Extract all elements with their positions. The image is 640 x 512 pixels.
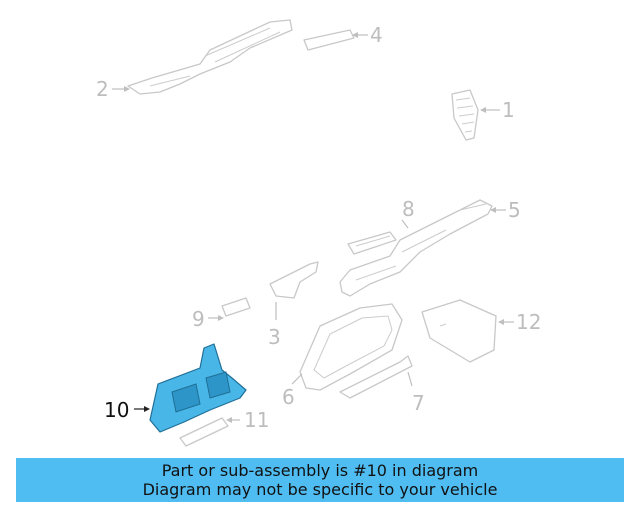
part-8-bracket xyxy=(347,231,397,255)
callout-7-label: 7 xyxy=(412,391,425,415)
part-9-clip xyxy=(221,297,251,317)
callout-1-arrow xyxy=(480,107,486,113)
callout-12-arrow xyxy=(498,319,504,325)
part-1-speaker-grille xyxy=(451,89,479,141)
callout-3-label: 3 xyxy=(268,325,281,349)
callout-8-label: 8 xyxy=(402,197,415,221)
callout-11-arrow xyxy=(226,417,232,423)
part-5-console-panel xyxy=(339,199,493,297)
callout-5-arrow xyxy=(490,207,496,213)
callout-2-label: 2 xyxy=(96,77,109,101)
callout-2-arrow xyxy=(124,86,130,92)
callout-6-label: 6 xyxy=(282,385,295,409)
banner-line-1: Part or sub-assembly is #10 in diagram xyxy=(161,461,479,480)
part-7-door-strip xyxy=(339,355,413,399)
part-11-trim xyxy=(179,417,229,447)
callout-8-leader xyxy=(401,219,409,229)
part-3-corner-bracket xyxy=(269,261,319,299)
callout-9-label: 9 xyxy=(192,307,205,331)
callout-9-arrow xyxy=(218,315,224,321)
part-12-glovebox-door xyxy=(421,299,497,363)
callout-7-leader xyxy=(407,371,413,387)
part-6-glovebox-frame xyxy=(299,303,403,391)
callout-11-label: 11 xyxy=(244,408,269,432)
callout-4-label: 4 xyxy=(370,23,383,47)
info-banner: Part or sub-assembly is #10 in diagram D… xyxy=(16,458,624,502)
callout-1-label: 1 xyxy=(502,98,515,122)
banner-line-2: Diagram may not be specific to your vehi… xyxy=(142,480,498,499)
callout-12-label: 12 xyxy=(516,310,541,334)
callout-6-leader xyxy=(291,373,303,385)
callout-4-arrow xyxy=(352,32,358,38)
callout-5-label: 5 xyxy=(508,198,521,222)
parts-diagram: 2 4 1 5 8 3 9 6 xyxy=(96,19,541,447)
part-4-trim-strip xyxy=(303,29,355,51)
part-2-dash-trim xyxy=(127,19,293,95)
callout-10-arrow xyxy=(144,406,150,412)
callout-10-label: 10 xyxy=(104,398,129,422)
part-10-lower-panel xyxy=(149,343,247,433)
